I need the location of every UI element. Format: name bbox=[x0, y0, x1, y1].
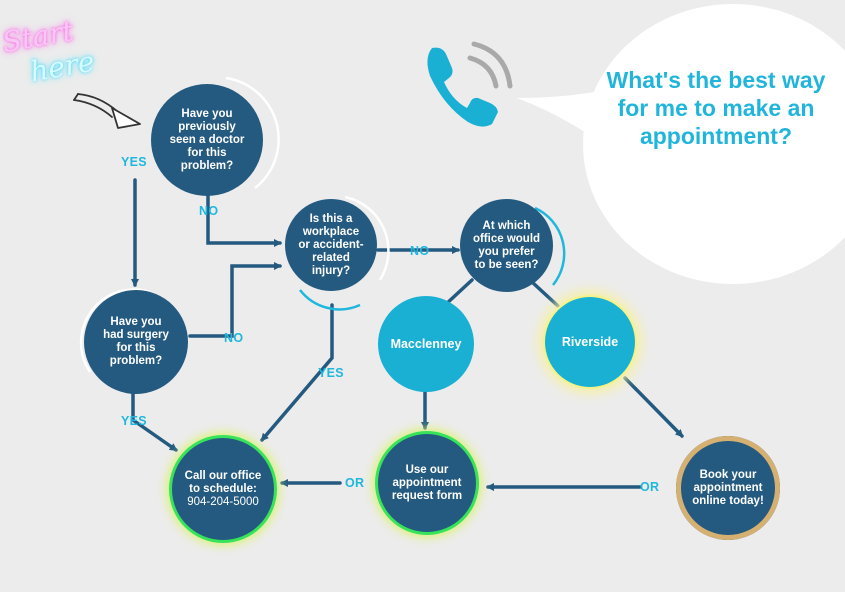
node-seen-doctor-line: previously bbox=[178, 120, 236, 133]
node-riverside-label: Riverside bbox=[561, 334, 619, 349]
node-form-line: appointment bbox=[392, 476, 462, 489]
node-book-online: Book your appointment online today! bbox=[676, 436, 780, 540]
node-macclenny-label: Macclenney bbox=[390, 336, 462, 351]
edge-office-to-macclenny bbox=[443, 278, 474, 307]
node-seen-doctor-line: seen a doctor bbox=[169, 133, 245, 146]
node-call-line: to schedule: bbox=[189, 482, 257, 495]
node-which-office: At which office would you prefer to be s… bbox=[460, 199, 553, 292]
node-office-line: At which bbox=[482, 219, 531, 232]
node-surgery-line: Have you bbox=[110, 316, 162, 328]
node-seen-doctor-line: Have you bbox=[181, 107, 233, 120]
node-workplace-injury: Is this a workplace or accident- related… bbox=[285, 199, 377, 291]
node-workplace-line: related bbox=[312, 251, 350, 264]
node-form-line: Use our bbox=[405, 463, 449, 476]
node-seen-doctor: Have you previously seen a doctor for th… bbox=[151, 84, 263, 196]
edge-label-yes: YES bbox=[318, 366, 344, 380]
node-office-line: to be seen? bbox=[474, 258, 539, 271]
node-surgery-line: had surgery bbox=[103, 329, 169, 341]
edge-label-no: NO bbox=[410, 244, 430, 258]
node-workplace-line: injury? bbox=[311, 264, 351, 277]
node-book-line: Book your bbox=[699, 468, 757, 481]
node-call-office: Call our office to schedule: 904-204-500… bbox=[172, 438, 274, 540]
node-surgery-line: for this bbox=[116, 342, 156, 354]
edge-label-yes: YES bbox=[121, 155, 147, 169]
node-riverside: Riverside bbox=[545, 297, 635, 387]
bubble-question: What's the best way for me to make an ap… bbox=[606, 67, 826, 149]
node-workplace-line: Is this a bbox=[309, 212, 353, 225]
node-call-phone: 904-204-5000 bbox=[187, 495, 259, 508]
node-form-line: request form bbox=[391, 489, 463, 502]
curved-arrow-icon bbox=[73, 93, 141, 129]
edge-surgery-to-call bbox=[131, 386, 178, 452]
edge-label-no: NO bbox=[224, 331, 244, 345]
node-request-form: Use our appointment request form bbox=[378, 434, 476, 532]
node-seen-doctor-line: problem? bbox=[180, 159, 234, 172]
edge-workplace-to-call bbox=[260, 303, 334, 442]
edge-label-or: OR bbox=[640, 480, 660, 494]
node-surgery-line: problem? bbox=[109, 355, 163, 367]
edge-office-to-riverside bbox=[530, 280, 560, 308]
node-workplace-line: or accident- bbox=[298, 238, 364, 251]
node-had-surgery: Have you had surgery for this problem? bbox=[84, 290, 188, 394]
node-book-line: online today! bbox=[692, 494, 764, 507]
node-office-line: office would bbox=[472, 232, 541, 245]
edge-surgery-to-workplace bbox=[188, 262, 282, 338]
speech-bubble-tail bbox=[517, 90, 611, 150]
edge-doctor-to-workplace bbox=[206, 183, 282, 247]
node-book-line: appointment bbox=[693, 481, 763, 494]
node-office-line: you prefer bbox=[478, 245, 535, 258]
node-seen-doctor-line: for this bbox=[187, 146, 227, 159]
phone-icon bbox=[427, 41, 513, 127]
node-call-line: Call our office bbox=[184, 469, 262, 482]
edge-label-no: NO bbox=[199, 204, 219, 218]
edge-riverside-to-book bbox=[623, 376, 684, 438]
node-macclenny: Macclenney bbox=[378, 296, 474, 392]
edge-label-yes: YES bbox=[121, 414, 147, 428]
node-workplace-line: workplace bbox=[302, 225, 360, 238]
speech-bubble bbox=[583, 4, 845, 284]
edge-label-or: OR bbox=[345, 476, 365, 490]
